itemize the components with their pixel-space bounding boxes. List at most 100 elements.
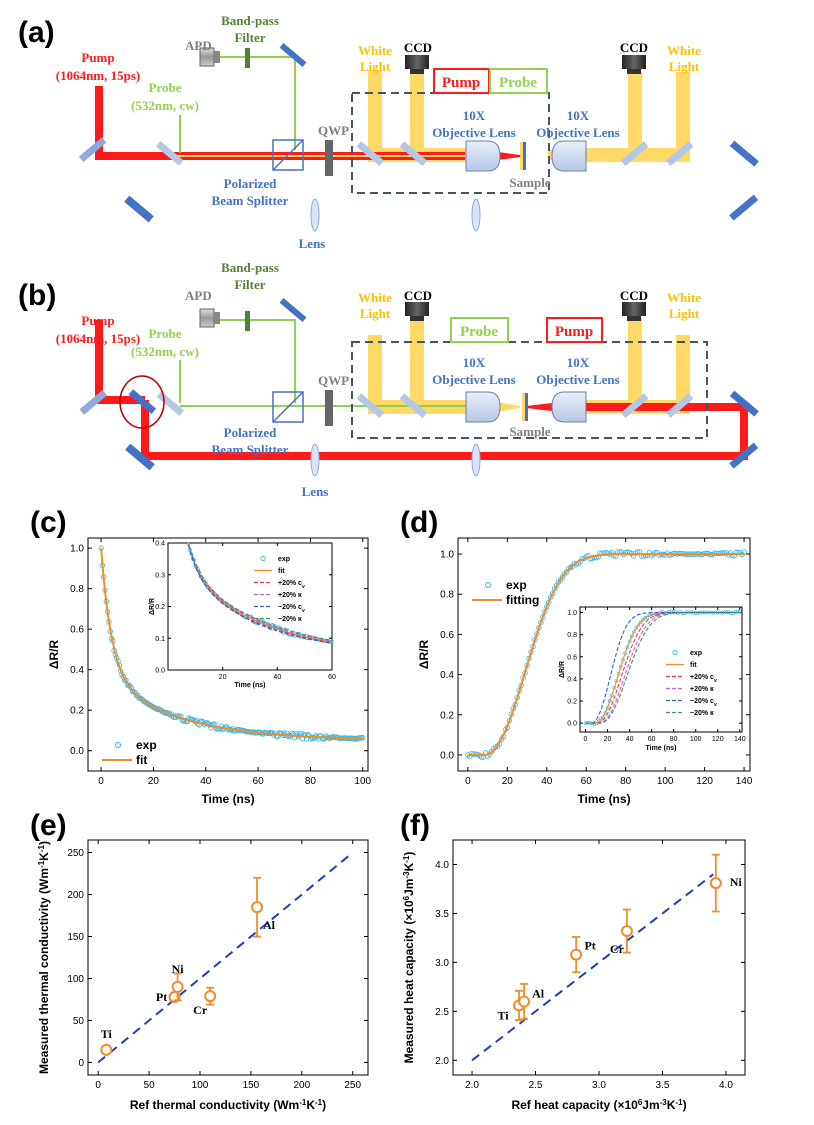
inset-data-point	[636, 623, 641, 627]
x-tick-label: 120	[712, 736, 724, 743]
mirror	[620, 393, 649, 418]
x-tick-label: 40	[541, 776, 553, 787]
point-label: Al	[263, 918, 276, 932]
band-pass-filter	[245, 48, 250, 68]
y-tick-label: 0.4	[567, 676, 577, 683]
pump-beam	[740, 404, 748, 456]
white-light-label: White	[358, 43, 392, 58]
inset-y-label: ΔR/R	[559, 661, 566, 678]
y-tick-label: 1.0	[440, 550, 454, 561]
apd-label: APD	[185, 38, 212, 53]
x-tick-label: 140	[736, 776, 753, 787]
coaxial-beam	[172, 155, 467, 157]
inset-data-point	[671, 610, 676, 614]
y-tick-label: 50	[73, 1016, 85, 1027]
y-tick-label: 0.4	[70, 665, 84, 676]
mirror	[399, 393, 428, 418]
pbs-label: Polarized	[224, 176, 277, 191]
legend-marker-exp	[260, 555, 266, 562]
inset-data-point	[632, 629, 636, 634]
x-tick-label: 100	[690, 736, 702, 743]
plot-frame	[87, 839, 369, 1076]
pbs-label: Beam Splitter	[212, 442, 289, 457]
x-tick-label: 200	[293, 1080, 310, 1091]
ccd-label: CCD	[404, 40, 432, 55]
point-label: Cr	[193, 1003, 208, 1017]
mirror	[78, 137, 107, 162]
mirror	[729, 442, 759, 469]
reference-line	[97, 851, 354, 1064]
x-tick-label: 60	[648, 736, 656, 743]
objective-lens	[465, 391, 501, 423]
polarized-beam-splitter	[272, 391, 304, 423]
legend-marker-exp	[672, 649, 678, 656]
objective-label: Objective Lens	[536, 125, 619, 140]
point-label: Ni	[730, 875, 743, 889]
y-tick-label: 0.6	[70, 625, 84, 636]
measurement-region-box	[351, 341, 708, 439]
pump-label: Pump	[81, 50, 114, 65]
legend-label: exp	[506, 578, 527, 592]
inset-fit-line	[189, 546, 333, 641]
mirror	[356, 141, 385, 166]
bandpass-label: Band-pass	[221, 260, 279, 275]
white-light-label: White	[667, 290, 701, 305]
qwp-label: QWP	[318, 123, 349, 138]
mirror	[79, 390, 108, 415]
objective-label: 10X	[463, 108, 486, 123]
white-light-beam	[676, 335, 690, 405]
pump-beam	[141, 452, 748, 460]
y-tick-label: 100	[67, 974, 84, 985]
lens	[471, 198, 481, 232]
bandpass-label: Filter	[234, 30, 265, 45]
mirror	[279, 43, 307, 67]
legend-label: +20% κ	[690, 686, 714, 693]
x-tick-label: 140	[734, 736, 746, 743]
mirror	[665, 393, 694, 418]
point-label: Ti	[497, 1008, 509, 1022]
data-point	[312, 733, 319, 739]
inset-data-point	[585, 720, 590, 725]
x-tick-label: 20	[604, 736, 612, 743]
data-point	[251, 901, 264, 914]
panel-label-c: (c)	[30, 506, 67, 539]
y-tick-label: 0.2	[70, 706, 84, 717]
inset-fit-line	[187, 544, 333, 644]
y-tick-label: 0.4	[155, 541, 165, 548]
data-point	[709, 877, 722, 890]
objective-label: 10X	[463, 355, 486, 370]
white-light-label: White	[667, 43, 701, 58]
pbs-label: Polarized	[224, 425, 277, 440]
qwp-label: QWP	[318, 373, 349, 388]
x-tick-label: 0	[95, 1080, 101, 1091]
plot-frame	[579, 606, 743, 733]
probe-label: (532nm, cw)	[131, 344, 199, 359]
apd-detector	[214, 312, 220, 324]
x-tick-label: 40	[200, 776, 212, 787]
inset-data-point	[592, 722, 597, 726]
ccd-camera	[405, 302, 429, 316]
objective-label: 10X	[567, 355, 590, 370]
apd-detector	[214, 51, 220, 63]
inset-data-point	[737, 609, 742, 614]
inset-y-label: ΔR/R	[149, 598, 156, 615]
inset-data-point	[629, 634, 634, 639]
legend-label: −20% κ	[690, 710, 714, 717]
probe-label: (532nm, cw)	[131, 98, 199, 113]
objective-label: Objective Lens	[536, 372, 619, 387]
inset-fit-line	[189, 547, 333, 642]
setup-b: Pump (1064nm, 15ps) Probe (532nm, cw) AP…	[56, 260, 759, 499]
probe-box-label: Probe	[499, 75, 537, 91]
pbs-label: Beam Splitter	[212, 193, 289, 208]
white-light-label: Light	[669, 59, 700, 74]
data-point	[204, 990, 217, 1003]
legend-label: exp	[690, 650, 702, 657]
y-tick-label: 0.3	[155, 572, 165, 579]
objective-label: Objective Lens	[432, 125, 515, 140]
white-light-beam	[368, 335, 382, 405]
ccd-beam	[628, 72, 642, 152]
pump-box-label: Pump	[555, 324, 593, 340]
pump-label: Pump	[81, 313, 114, 328]
